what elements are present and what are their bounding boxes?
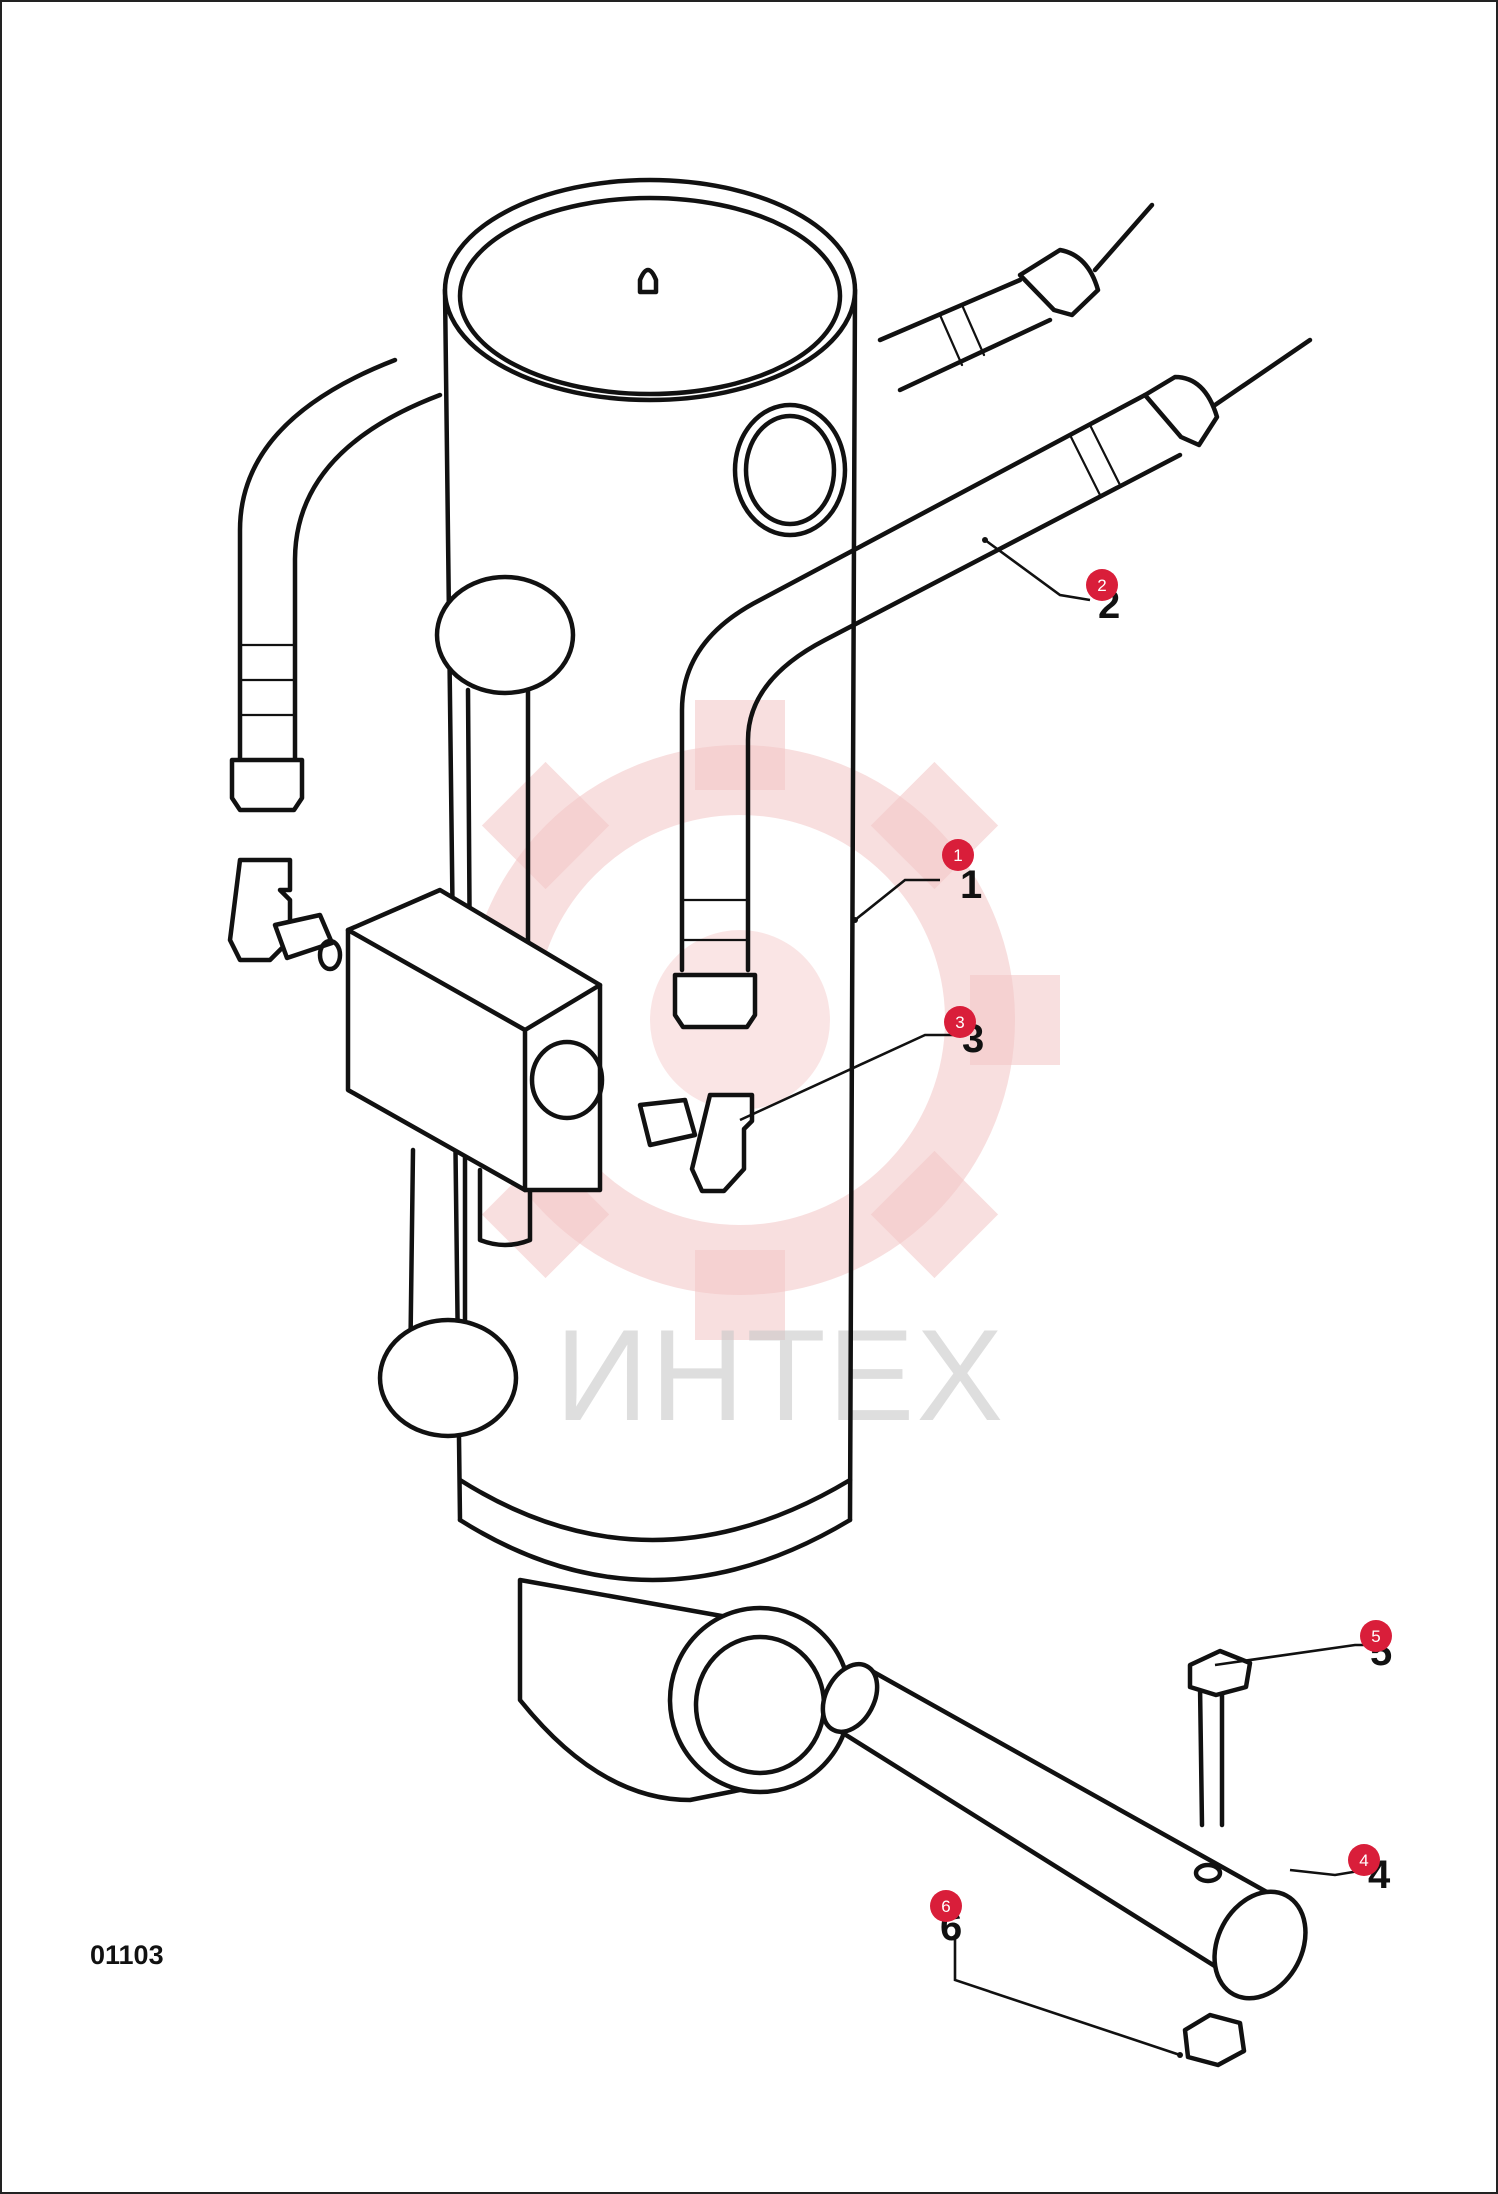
callout-badge-label-5: 5	[1371, 1627, 1380, 1646]
bolt[interactable]	[1187, 1648, 1253, 1828]
callout-badge-label-3: 3	[955, 1013, 964, 1032]
elbow-fitting[interactable]	[227, 857, 755, 1194]
callout-badge-label-6: 6	[941, 1897, 950, 1916]
hydraulic-hose[interactable]	[229, 202, 1313, 1030]
pivot-pin[interactable]	[812, 1655, 1323, 2014]
callout-badge-6[interactable]	[930, 1890, 962, 1922]
callout-badge-5[interactable]	[1360, 1620, 1392, 1652]
side-tube	[377, 574, 576, 1439]
callout-badge-label-2: 2	[1097, 576, 1106, 595]
watermark-text: ИНТЕХ	[555, 1302, 1005, 1448]
hydraulic-cylinder[interactable]	[442, 177, 858, 1803]
callout-badge-2[interactable]	[1086, 569, 1118, 601]
diagram-code: 01103	[90, 1940, 164, 1970]
callout-badge-label-4: 4	[1359, 1851, 1368, 1870]
nut[interactable]	[1182, 2012, 1247, 2068]
callout-badge-4[interactable]	[1348, 1844, 1380, 1876]
valve-block	[345, 887, 605, 1193]
callout-number-1: 1	[960, 863, 982, 907]
callout-badge-label-1: 1	[953, 846, 962, 865]
watermark: ИНТЕХ	[420, 700, 1060, 1448]
callout-badge-3[interactable]	[944, 1006, 976, 1038]
watermark-gear-icon	[420, 700, 1060, 1340]
callout-badge-1[interactable]	[942, 839, 974, 871]
